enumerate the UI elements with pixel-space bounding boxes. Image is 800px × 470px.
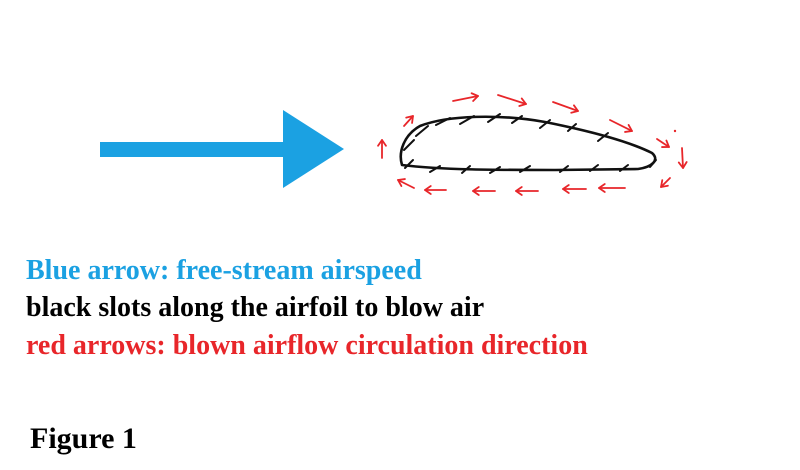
circulation-arrows bbox=[377, 92, 688, 196]
slot-mark bbox=[619, 164, 629, 172]
red-dot-mark bbox=[673, 129, 677, 133]
small-red-arrow-icon bbox=[403, 115, 414, 127]
small-red-arrow-icon bbox=[598, 183, 626, 193]
slot-mark bbox=[589, 164, 599, 172]
legend-blue-arrow: Blue arrow: free-stream airspeed bbox=[26, 255, 422, 286]
small-red-arrow-icon bbox=[660, 177, 671, 188]
slot-mark bbox=[567, 123, 577, 132]
slot-mark bbox=[403, 139, 415, 151]
slot-mark bbox=[415, 125, 429, 137]
small-red-arrow-icon bbox=[497, 94, 527, 107]
slot-mark bbox=[429, 165, 441, 173]
small-red-arrow-icon bbox=[677, 147, 688, 169]
small-red-arrow-icon bbox=[552, 101, 579, 114]
small-red-arrow-icon bbox=[377, 139, 387, 159]
free-stream-arrow-icon bbox=[100, 110, 344, 188]
small-red-arrow-icon bbox=[609, 119, 633, 133]
small-red-arrow-icon bbox=[656, 138, 670, 148]
slot-mark bbox=[461, 165, 471, 174]
airfoil-outline bbox=[399, 115, 657, 172]
small-red-arrow-icon bbox=[424, 185, 447, 195]
small-red-arrow-icon bbox=[562, 184, 587, 194]
legend-black-slots: black slots along the airfoil to blow ai… bbox=[26, 292, 485, 323]
slot-mark bbox=[597, 132, 609, 142]
small-red-arrow-icon bbox=[452, 92, 479, 102]
slot-mark bbox=[435, 117, 451, 126]
slot-mark bbox=[487, 113, 501, 123]
slot-mark bbox=[539, 119, 551, 129]
legend-red-arrows: red arrows: blown airflow circulation di… bbox=[26, 330, 588, 361]
slot-mark bbox=[459, 115, 475, 125]
small-red-arrow-icon bbox=[515, 186, 539, 196]
slot-mark bbox=[519, 165, 531, 173]
slot-mark bbox=[489, 166, 501, 174]
airfoil-slots bbox=[403, 113, 657, 174]
slot-mark bbox=[404, 159, 414, 169]
figure-caption: Figure 1 bbox=[30, 422, 137, 455]
slot-mark bbox=[559, 165, 569, 173]
slot-mark bbox=[649, 159, 657, 168]
small-red-arrow-icon bbox=[472, 186, 496, 196]
slot-mark bbox=[511, 115, 523, 124]
small-red-arrow-icon bbox=[397, 178, 415, 189]
